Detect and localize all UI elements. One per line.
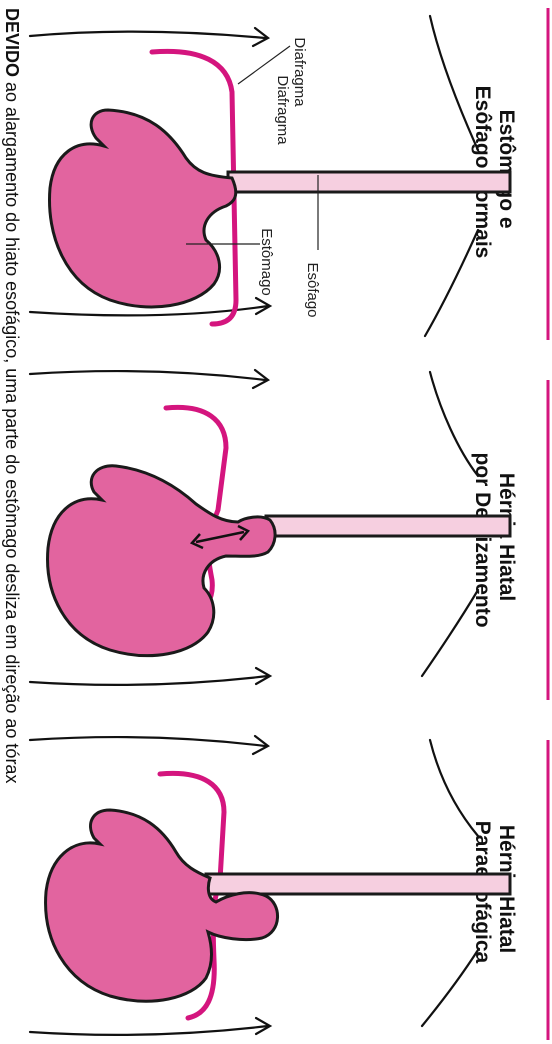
lung-outline-right-top [430, 372, 478, 476]
panel-paraesophageal: Hérnia Hiatal Paraesofágica [30, 736, 548, 1040]
lung-outline-right-top [430, 16, 478, 150]
esophagus [266, 516, 510, 536]
lung-outline-left-top [30, 371, 265, 380]
stomach-paraesophageal-hernia [46, 810, 278, 1001]
label-diafragma-top: Diafragma [274, 75, 291, 145]
panel-sliding: Hérnia Hiatal por Deslizamento [30, 370, 548, 700]
label-esofago: Esôfago [304, 262, 321, 317]
label-diafragma: Diafragma [291, 37, 308, 107]
label-estomago: Estômago [258, 228, 275, 296]
lung-outline-right-top [430, 740, 478, 836]
lung-outline-left-top [30, 737, 265, 746]
esophagus [228, 172, 510, 192]
stomach-sliding-hernia [48, 466, 276, 656]
caption: DEVIDO ao alargamento do hiato esofágico… [2, 8, 22, 783]
lung-outline-right-bottom [425, 230, 478, 336]
lung-outline-right-bottom [422, 950, 478, 1026]
lung-outline-left-bottom [30, 1026, 268, 1035]
panel-normal: Estômago e Esôfago Normais Diafragma Dia… [30, 8, 548, 340]
stomach [50, 110, 236, 307]
panel-title: Hérnia Hiatal por Deslizamento [471, 452, 518, 627]
esophagus [206, 874, 510, 894]
lung-outline-left-bottom [30, 676, 268, 685]
lung-outline-right-bottom [422, 590, 478, 676]
lung-outline-left-top [30, 32, 265, 38]
